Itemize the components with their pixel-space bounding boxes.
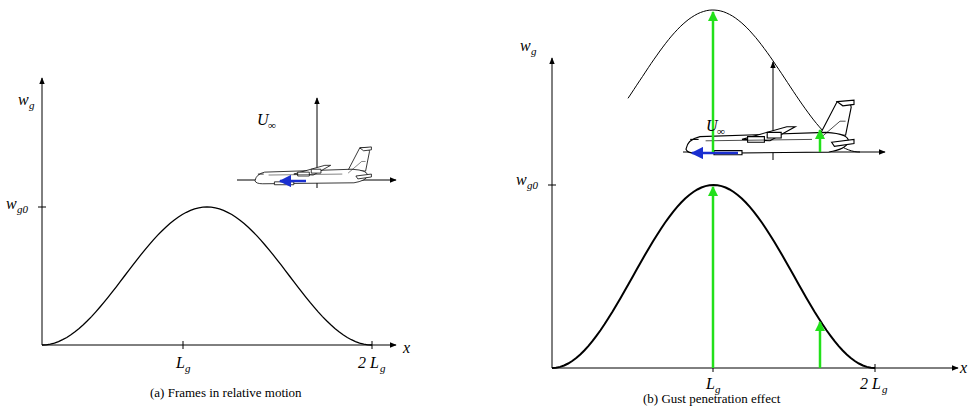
caption: (b) Gust penetration effect <box>643 392 780 405</box>
tick <box>38 207 46 208</box>
velocity-subscript: ∞ <box>268 120 276 131</box>
tick-subscript: g0 <box>527 180 538 191</box>
tick <box>548 185 556 186</box>
caption: (a) Frames in relative motion <box>150 386 302 399</box>
axis <box>552 368 958 369</box>
tick-subscript: g <box>380 363 386 374</box>
gust-curve <box>42 207 372 345</box>
tick-label: 2 L <box>860 376 881 392</box>
tick-subscript: g <box>185 363 191 374</box>
aircraft <box>686 100 854 155</box>
tick-label: L <box>176 355 185 371</box>
velocity-subscript: ∞ <box>717 126 725 137</box>
aircraft <box>255 147 371 185</box>
axis-subscript: g <box>29 100 35 111</box>
velocity-arrow <box>280 180 306 183</box>
tick-label: L <box>706 376 715 392</box>
axis-label: w <box>18 92 29 108</box>
axis-label: x <box>403 340 410 356</box>
axis-label: w <box>520 38 531 54</box>
gust-vector <box>819 322 822 368</box>
velocity-label: U <box>257 112 269 128</box>
gust-vector <box>712 187 715 368</box>
gust-vector <box>819 130 822 152</box>
tick-label: w <box>6 196 17 212</box>
tick-label: w <box>516 172 527 188</box>
tick-subscript: g0 <box>17 204 28 215</box>
velocity-arrow <box>692 152 738 155</box>
axis <box>42 78 43 345</box>
tick-subscript: g <box>882 384 888 395</box>
gust-curve <box>552 185 875 368</box>
axis <box>42 345 396 346</box>
axis-label: x <box>960 360 967 376</box>
tick <box>183 341 184 349</box>
velocity-label: U <box>706 118 718 134</box>
axis-subscript: g <box>531 46 537 57</box>
axis <box>552 58 553 368</box>
tick-label: 2 L <box>358 355 379 371</box>
